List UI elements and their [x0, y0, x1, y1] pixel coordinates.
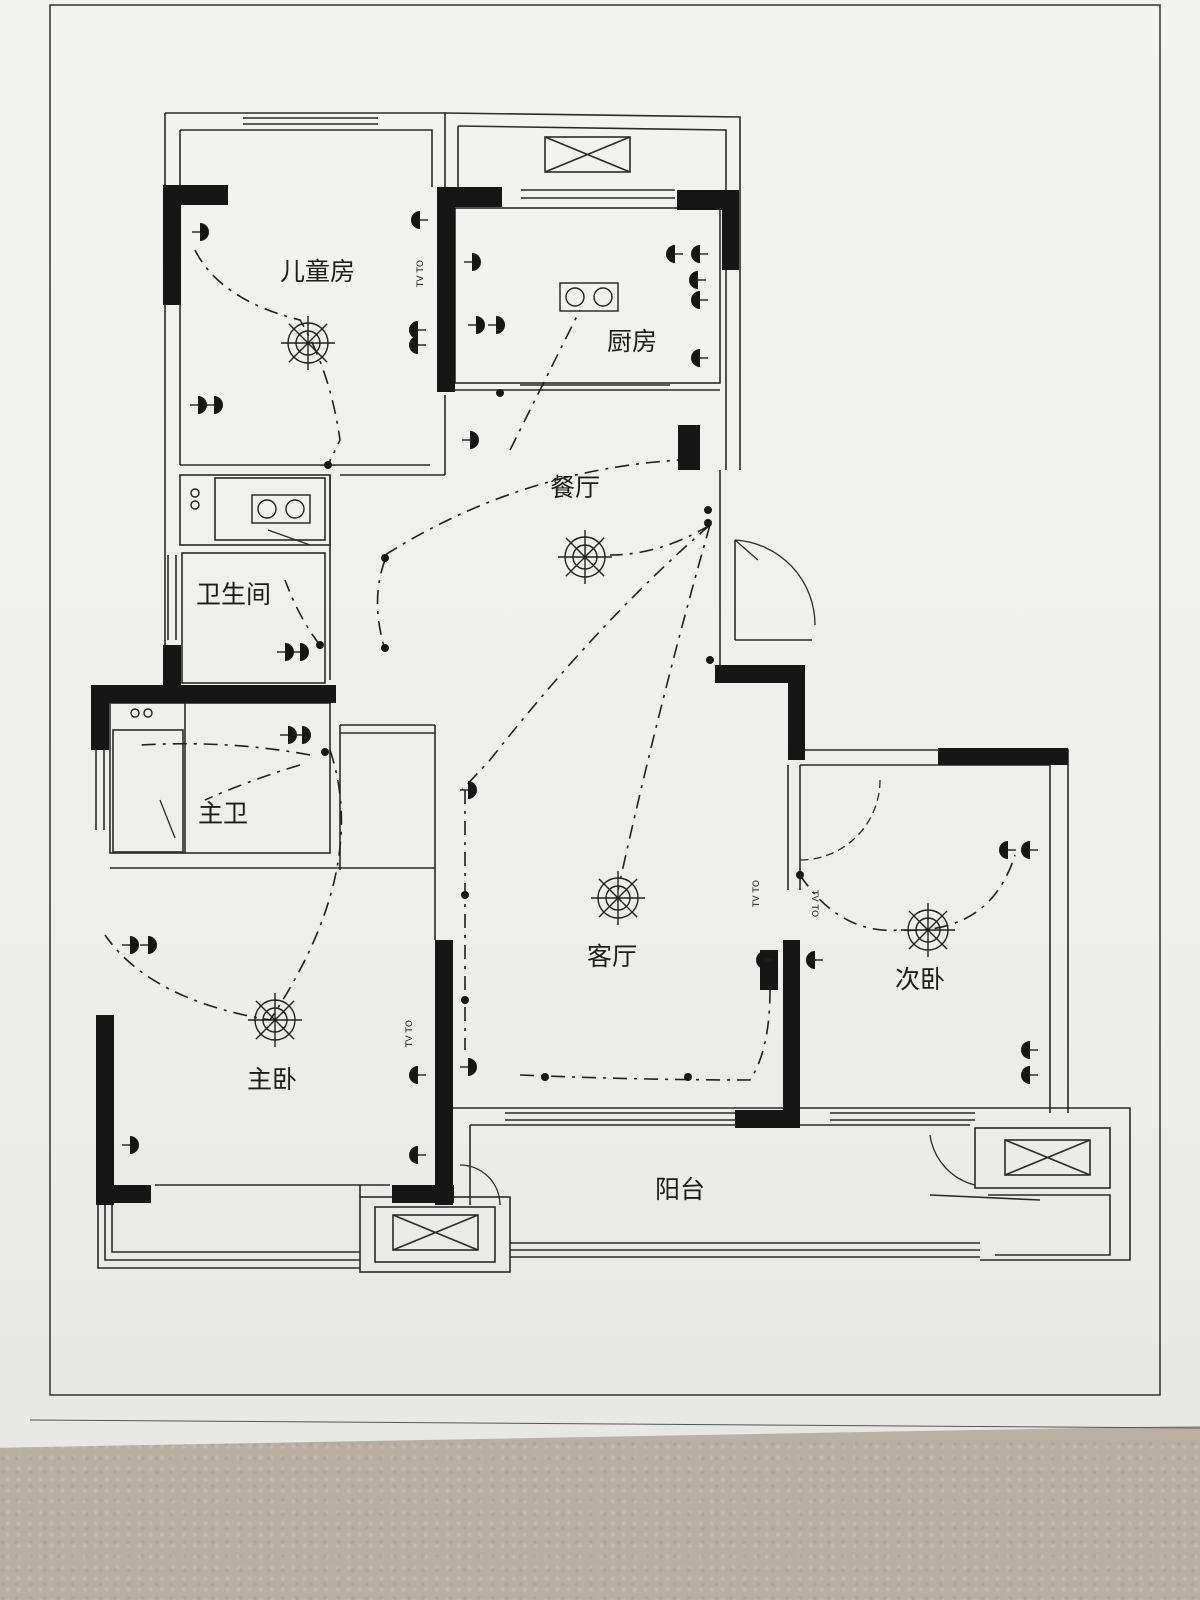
socket-icon — [280, 726, 297, 744]
ceiling-light-icon — [248, 993, 302, 1047]
kitchen-stove — [559, 282, 619, 312]
socket-icon — [691, 349, 708, 367]
room-label-living: 客厅 — [587, 942, 637, 971]
electrical-fixtures — [122, 211, 1038, 1164]
socket-icon — [277, 643, 294, 661]
switch-icon — [461, 996, 469, 1004]
ceiling-light-icon — [281, 316, 335, 370]
switch-icon — [324, 461, 332, 469]
socket-icon — [206, 396, 223, 414]
socket-icon — [1021, 841, 1038, 859]
socket-icon — [409, 321, 426, 339]
socket-icon — [409, 1066, 426, 1084]
socket-icon — [689, 271, 706, 289]
tv-outlet-label-living: TV TO — [752, 880, 762, 908]
thick-walls — [91, 185, 1068, 1205]
ceiling-light-icon — [591, 871, 645, 925]
switch-icon — [541, 1073, 549, 1081]
switch-icon — [706, 656, 714, 664]
paper-sheet — [0, 0, 1200, 1448]
socket-icon — [140, 936, 157, 954]
ceiling-light-icon — [558, 530, 612, 584]
socket-icon — [1021, 1041, 1038, 1059]
ceiling-lights — [248, 316, 955, 1047]
socket-icon — [691, 291, 708, 309]
room-label-kitchen: 厨房 — [607, 327, 657, 356]
socket-icon — [294, 726, 311, 744]
socket-icon — [409, 336, 426, 354]
socket-icon — [292, 643, 309, 661]
socket-icon — [192, 223, 209, 241]
socket-icon — [691, 245, 708, 263]
wiring — [104, 249, 1016, 1081]
room-label-children: 儿童房 — [280, 257, 355, 286]
room-label-balcony: 阳台 — [655, 1175, 705, 1204]
room-label-master-bedroom: 主卧 — [247, 1065, 297, 1094]
room-label-dining: 餐厅 — [550, 473, 600, 502]
floor-background — [0, 1440, 1200, 1600]
socket-icon — [756, 951, 773, 969]
socket-icon — [460, 781, 477, 799]
tv-outlet-label-children: TV TO — [416, 260, 426, 288]
socket-icon — [468, 316, 485, 334]
paper-edge-line — [29, 1419, 1200, 1429]
socket-icon — [190, 396, 207, 414]
switch-icon — [704, 519, 712, 527]
switch-icon — [684, 1073, 692, 1081]
socket-icon — [806, 951, 823, 969]
switch-icon — [316, 641, 324, 649]
switch-icon — [321, 748, 329, 756]
room-label-bathroom: 卫生间 — [196, 580, 271, 609]
bathroom-stove — [130, 488, 311, 718]
switch-icon — [496, 389, 504, 397]
switch-icon — [381, 644, 389, 652]
switch-icon — [461, 891, 469, 899]
socket-icon — [464, 253, 481, 271]
socket-icon — [666, 245, 683, 263]
drawing-frame — [49, 4, 1161, 1396]
switch-icon — [704, 506, 712, 514]
socket-icon — [488, 316, 505, 334]
socket-icon — [999, 841, 1016, 859]
tv-outlet-label-master: TV TO — [405, 1020, 415, 1048]
socket-icon — [1021, 1066, 1038, 1084]
room-label-master-bath: 主卫 — [198, 799, 248, 828]
socket-icon — [460, 1058, 477, 1076]
switch-icon — [381, 554, 389, 562]
socket-icon — [409, 1146, 426, 1164]
room-label-second-bedroom: 次卧 — [895, 965, 945, 994]
socket-icon — [122, 936, 139, 954]
socket-icon — [462, 431, 479, 449]
switch-icon — [796, 871, 804, 879]
socket-icon — [122, 1136, 139, 1154]
tv-outlet-label-second: TV TO — [809, 889, 819, 917]
doors — [159, 529, 976, 1206]
socket-icon — [411, 211, 428, 229]
